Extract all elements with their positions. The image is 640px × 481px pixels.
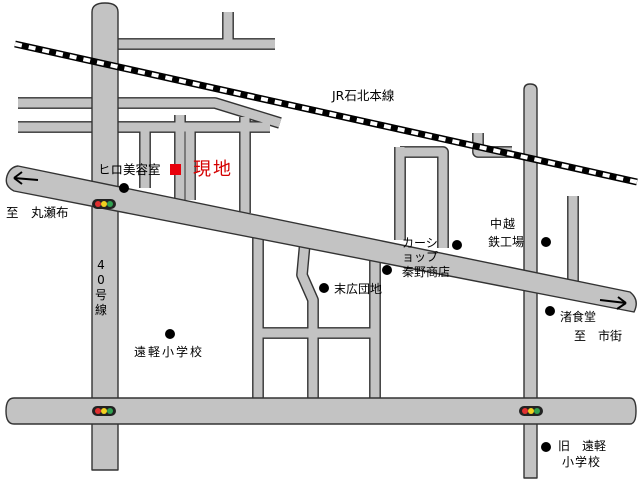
nagisa-dot-icon [545, 306, 555, 316]
old-school-dot-icon [541, 442, 551, 452]
site-marker-icon [170, 164, 181, 175]
nagisa-label: 渚食堂 [560, 310, 597, 324]
carshop-label-2: ョップ [402, 250, 439, 264]
route-40-label: 40号線 [94, 258, 107, 317]
suehiro-label: 末広団地 [334, 282, 383, 296]
nakagoshi-label-1: 中越 [490, 217, 517, 231]
carshop-label-3: 秦野商店 [402, 265, 451, 279]
traffic-signal-icon [92, 199, 116, 209]
nakagoshi-dot-icon [541, 237, 551, 247]
south-horizontal-road [5, 397, 637, 425]
nakagoshi-label-2: 鉄工場 [488, 235, 525, 249]
school-dot-icon [165, 329, 175, 339]
old-school-label-1: 旧 遠軽 [558, 439, 607, 453]
salon-dot-icon [119, 183, 129, 193]
to-city-label: 至 市街 [574, 329, 623, 343]
suehiro-dot-icon [319, 283, 329, 293]
arrow-icon-west [13, 171, 39, 185]
route-40-road [91, 2, 119, 471]
jr-railway-line [14, 40, 638, 186]
railway-label: JR石北本線 [332, 88, 395, 103]
traffic-signal-icon [92, 406, 116, 416]
diagonal-main-road [5, 165, 637, 313]
to-maruseppu-label: 至 丸瀬布 [6, 205, 69, 220]
carshop-label-1: カーシ [402, 236, 438, 250]
arrow-icon-east [599, 296, 627, 310]
traffic-signal-icon [519, 406, 543, 416]
carshop-dot-icon [452, 240, 462, 250]
school-label: 遠軽小学校 [134, 345, 205, 359]
hatano-dot-icon [382, 265, 392, 275]
site-label: 現地 [193, 159, 233, 180]
salon-label: ヒロ美容室 [98, 162, 161, 177]
minor-streets [18, 12, 579, 402]
old-school-label-2: 小学校 [562, 455, 602, 469]
